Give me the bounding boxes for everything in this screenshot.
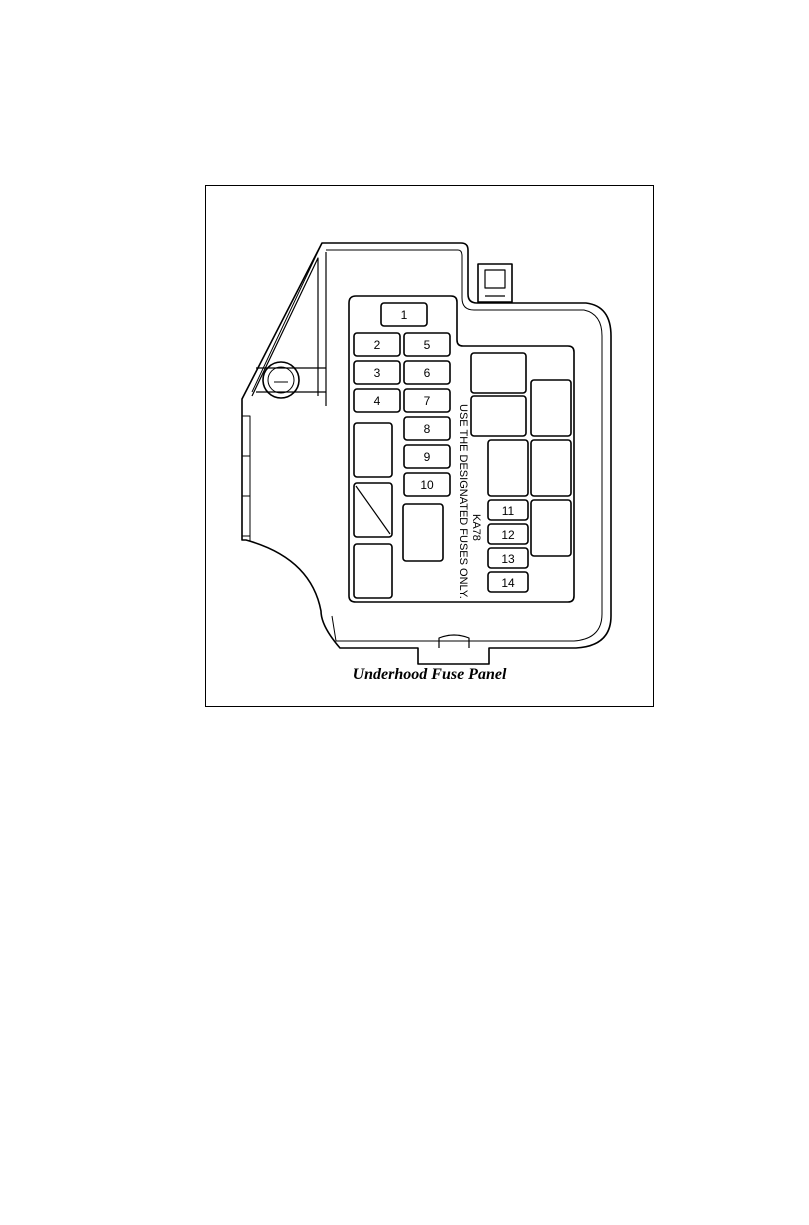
relay-slot-left-3 [354,544,392,598]
relay-slot-center [403,504,443,561]
relay-slot-right-1 [531,380,571,436]
relay-slot-mid [488,440,528,496]
fuse-label-11: 11 [502,504,515,518]
side-note-line1: USE THE DESIGNATED FUSES ONLY. [457,404,469,599]
relay-slot-right-2 [531,440,571,496]
figure-caption: Underhood Fuse Panel [206,666,653,684]
fuse-label-12: 12 [501,528,515,542]
figure-frame: 1 2 3 4 5 6 7 8 9 10 11 12 13 14 USE THE… [205,185,654,707]
fuse-label-4: 4 [374,394,381,408]
flange-crease [252,243,322,392]
mounting-bolt-head [268,367,294,393]
fuse-label-5: 5 [424,338,431,352]
left-flange [252,258,318,396]
fuse-label-14: 14 [501,576,515,590]
side-note-line2: KA78 [470,514,482,541]
fuse-label-3: 3 [374,366,381,380]
top-connector-window [485,270,505,288]
fuse-label-2: 2 [374,338,381,352]
fuse-label-7: 7 [424,394,431,408]
side-tabs [242,416,250,541]
relay-slot-top-2 [471,396,526,436]
relay-slot-right-3 [531,500,571,556]
fuse-label-10: 10 [420,478,434,492]
relay-slot-left-1 [354,423,392,477]
side-note: USE THE DESIGNATED FUSES ONLY. KA78 [457,404,482,599]
fuse-label-6: 6 [424,366,431,380]
relay-slot-top-1 [471,353,526,393]
fuse-panel-diagram: 1 2 3 4 5 6 7 8 9 10 11 12 13 14 USE THE… [206,186,655,708]
fuse-label-8: 8 [424,422,431,436]
fuse-label-1: 1 [401,308,408,322]
fuse-label-13: 13 [501,552,515,566]
fuse-label-9: 9 [424,450,431,464]
relay-slot-left-2-diagonal [356,486,390,534]
